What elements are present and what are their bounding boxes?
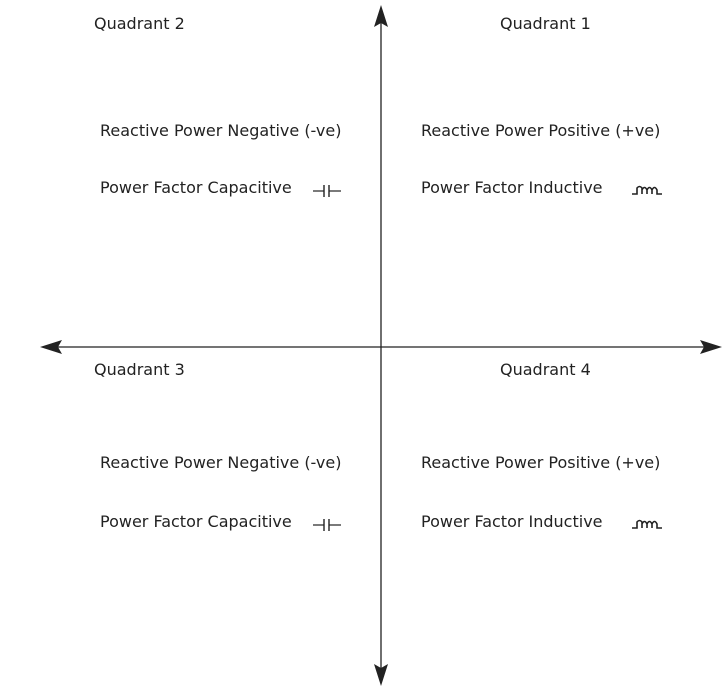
quadrant-1-power-factor: Power Factor Inductive (421, 178, 603, 197)
right-arrowhead-icon (700, 340, 722, 354)
quadrant-4-reactive-power: Reactive Power Positive (+ve) (421, 453, 661, 472)
quadrant-3-title: Quadrant 3 (94, 360, 185, 379)
quadrant-2-reactive-power: Reactive Power Negative (-ve) (100, 121, 342, 140)
inductor-icon (632, 519, 662, 529)
quadrant-1-title: Quadrant 1 (500, 14, 591, 33)
quadrant-4-title: Quadrant 4 (500, 360, 591, 379)
quadrant-3-power-factor: Power Factor Capacitive (100, 512, 292, 531)
capacitor-icon (313, 185, 341, 197)
quadrant-1-reactive-power: Reactive Power Positive (+ve) (421, 121, 661, 140)
left-arrowhead-icon (40, 340, 62, 354)
capacitor-icon (313, 519, 341, 531)
quadrant-4-power-factor: Power Factor Inductive (421, 512, 603, 531)
quadrant-3-reactive-power: Reactive Power Negative (-ve) (100, 453, 342, 472)
inductor-icon (632, 185, 662, 195)
quadrant-2-power-factor: Power Factor Capacitive (100, 178, 292, 197)
down-arrowhead-icon (374, 664, 388, 686)
up-arrowhead-icon (374, 5, 388, 27)
quadrant-2-title: Quadrant 2 (94, 14, 185, 33)
